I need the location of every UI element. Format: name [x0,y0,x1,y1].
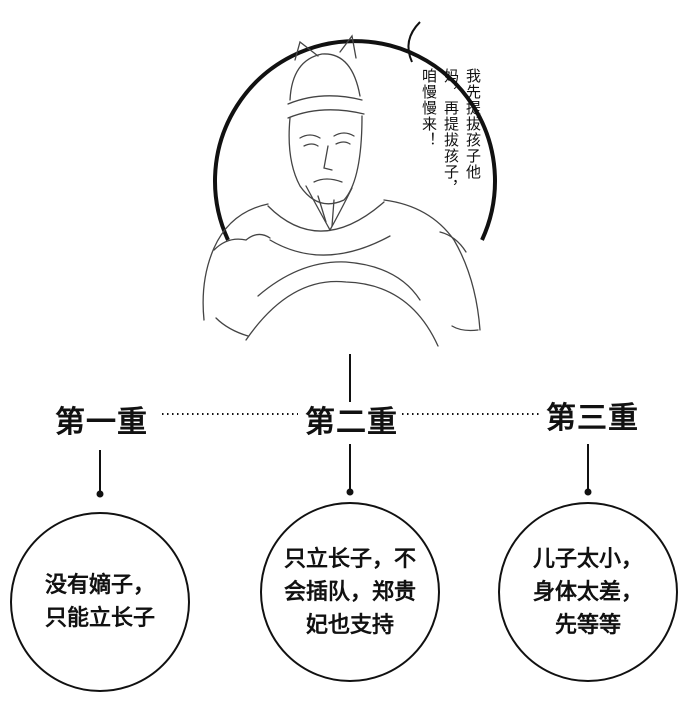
level-circle-2: 只立长子，不 会插队，郑贵 妃也支持 [260,502,440,682]
level-text-2: 只立长子，不 会插队，郑贵 妃也支持 [283,546,416,638]
arrow-dot-1 [96,490,104,498]
emperor-portrait-icon [202,34,481,347]
level-title-2: 第二重 [305,405,398,440]
level-circle-3: 儿子太小， 身体太差， 先等等 [498,502,678,682]
arrow-dot-3 [584,488,592,496]
speech-bubble-tail [407,21,421,63]
arrow-dot-2 [346,488,354,496]
level-text-1: 没有嫡子， 只能立长子 [44,573,155,631]
level-circle-1: 没有嫡子， 只能立长子 [10,512,190,692]
level-title-1: 第一重 [55,405,148,440]
level-title-3: 第三重 [546,401,639,436]
portrait-circle [213,39,497,241]
level-text-3: 儿子太小， 身体太差， 先等等 [532,546,643,638]
speech-bubble-text: 我先提拔孩子他妈，再提拔孩子，咱慢慢来！ [420,68,482,196]
